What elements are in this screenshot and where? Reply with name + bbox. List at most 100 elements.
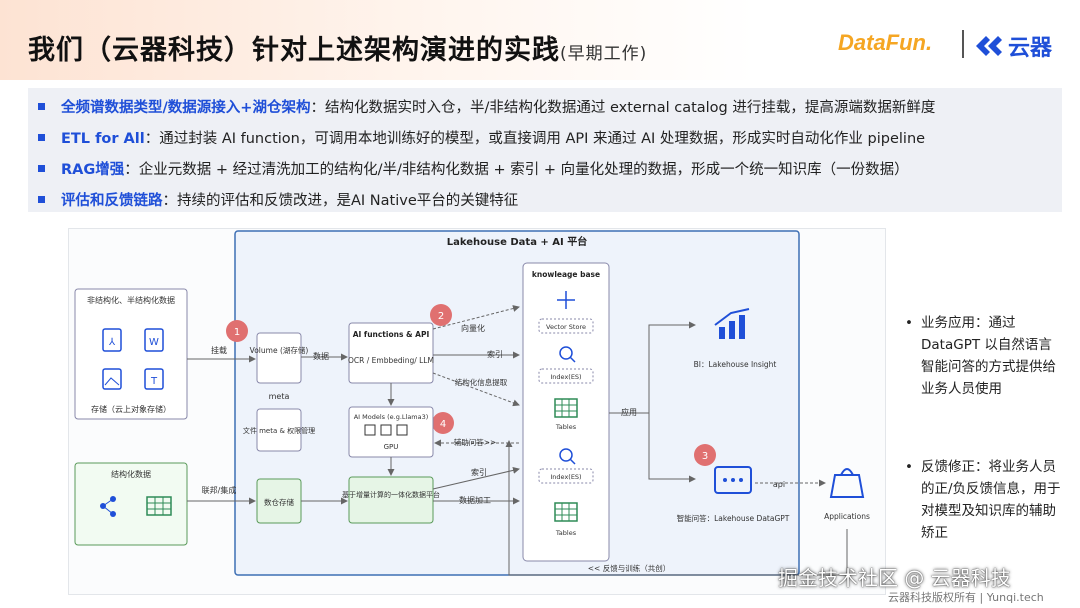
side-note-text: 业务应用：通过DataGPT 以自然语言智能问答的方式提供给业务人员使用 [921, 315, 1056, 397]
word-file-icon: W [144, 328, 164, 352]
bullet-body: ：企业元数据 + 经过清洗加工的结构化/半/非结构化数据 + 索引 + 向量化处… [124, 162, 909, 178]
bullet-list: 全频谱数据类型/数据源接入+湖仓架构：结构化数据实时入仓，半/非结构化数据通过 … [28, 88, 1062, 212]
unstructured-box [74, 288, 188, 420]
api-label: api [773, 480, 785, 489]
pdf-file-icon: ⅄ [102, 328, 122, 352]
bullet-body: ：持续的评估和反馈改进，是AI Native平台的关键特征 [162, 193, 519, 209]
bi-label: BI：Lakehouse Insight [694, 360, 777, 369]
page-title-suffix: (早期工作) [560, 44, 648, 64]
yunqi-mark-icon [976, 36, 1002, 56]
vector-store-box [538, 318, 594, 334]
badge-4 [432, 412, 454, 434]
index-es-label: Index(ES) [550, 473, 581, 481]
architecture-diagram-svg: Lakehouse Data + AI 平台 非结构化、半结构化数据 ⅄ W T… [74, 230, 870, 576]
text-file-icon: T [144, 368, 164, 390]
structured-box [74, 462, 188, 546]
side-note: • 反馈修正：将业务人员的正/负反馈信息，用于对模型及知识库的辅助矫正 [905, 456, 1065, 544]
file-meta-label: 文件 meta & 权限管理 [243, 426, 315, 435]
shopping-bag-icon [829, 468, 865, 498]
tables-label: Tables [555, 529, 577, 537]
table-grid-icon [146, 496, 172, 516]
structured-title: 结构化数据 [111, 469, 151, 479]
svg-text:⅄: ⅄ [109, 337, 116, 348]
header-background [0, 0, 1080, 80]
volume-label: Volume (湖存储) [250, 345, 309, 355]
side-note-text: 反馈修正：将业务人员的正/负反馈信息，用于对模型及知识库的辅助矫正 [921, 459, 1061, 541]
apply-arrow-bottom [648, 413, 696, 483]
footer: 云器科技版权所有 | Yunqi.tech [888, 591, 1044, 604]
volume-box [256, 332, 302, 384]
yunqi-logo: 云器 [974, 30, 1052, 62]
num-store-label: 数仓存储 [264, 497, 294, 507]
dataproc-label: 数据加工 [459, 495, 491, 505]
index-es-box [538, 468, 594, 484]
bullet-head: ETL for All [61, 131, 145, 147]
tables-icon [554, 398, 578, 418]
tables-label: Tables [555, 423, 577, 431]
yunqi-logo-text: 云器 [1008, 36, 1053, 61]
storage-label: 存储（云上对象存储） [91, 404, 171, 414]
assist-label: 辅助问答>> [454, 437, 497, 447]
bullet-head: 全频谱数据类型/数据源接入+湖仓架构 [61, 100, 311, 116]
page-title-text: 我们（云器科技）针对上述架构演进的实践 [28, 35, 560, 66]
badge-1-label: 1 [234, 327, 240, 338]
ai-functions-title: AI functions & API [353, 330, 430, 339]
extract-arrow [432, 372, 520, 407]
index-label: 索引 [487, 349, 503, 359]
bullet-body: ：结构化数据实时入仓，半/非结构化数据通过 external catalog 进… [310, 100, 936, 116]
kb-title: knowleage base [532, 270, 600, 279]
apply-arrow-top [609, 321, 696, 414]
bullet-item: RAG增强：企业元数据 + 经过清洗加工的结构化/半/非结构化数据 + 索引 +… [38, 158, 909, 179]
incr-platform-label: 基于增量计算的一体化数据平台 [342, 490, 440, 499]
ai-models-title: AI Models (e.g.Llama3) [354, 413, 429, 421]
datafun-logo: DataFun. [838, 30, 933, 55]
badge-1 [226, 320, 248, 342]
share-icon [100, 496, 116, 517]
bullet-item: 全频谱数据类型/数据源接入+湖仓架构：结构化数据实时入仓，半/非结构化数据通过 … [38, 96, 935, 117]
applications-label: Applications [824, 512, 870, 521]
bullet-item: 评估和反馈链路：持续的评估和反馈改进，是AI Native平台的关键特征 [38, 189, 518, 210]
bullet-body: ：通过封装 AI function，可调用本地训练好的模型，或直接调用 API … [144, 131, 926, 147]
feedback-label: << 反馈与训练（共创） [588, 563, 670, 573]
index2-arrow [432, 466, 520, 490]
index-es-label: Index(ES) [550, 373, 581, 381]
ai-functions-body: OCR / Embbeding/ LLM [348, 356, 434, 365]
platform-box [234, 230, 800, 576]
vector-store-icon [557, 291, 575, 309]
badge-2-label: 2 [438, 311, 444, 322]
file-meta-box [256, 408, 302, 452]
watermark: 掘金技术社区 @ 云器科技 [778, 566, 1011, 590]
bullet-head: RAG增强 [61, 162, 125, 178]
datagpt-label: 智能问答：Lakehouse DataGPT [677, 513, 790, 523]
bi-chart-icon [714, 308, 750, 339]
gpu-label: GPU [384, 443, 399, 451]
badge-2 [430, 304, 452, 326]
magnifier-icon [559, 448, 576, 465]
badge-4-label: 4 [440, 419, 446, 430]
magnifier-icon [559, 346, 576, 363]
index-es-box [538, 368, 594, 384]
architecture-diagram: Lakehouse Data + AI 平台 非结构化、半结构化数据 ⅄ W T… [68, 228, 886, 595]
mount-label: 挂载 [211, 345, 227, 355]
data-label: 数据 [313, 351, 329, 361]
badge-3 [694, 444, 716, 466]
bullet-head: 评估和反馈链路 [61, 193, 163, 209]
unstructured-title: 非结构化、半结构化数据 [87, 295, 175, 305]
side-note: • 业务应用：通过DataGPT 以自然语言智能问答的方式提供给业务人员使用 [905, 312, 1065, 400]
extract-label: 结构化信息提取 [455, 377, 508, 387]
bullet-item: ETL for All：通过封装 AI function，可调用本地训练好的模型… [38, 127, 925, 148]
incr-platform-box [348, 476, 434, 524]
logo-divider [962, 30, 964, 58]
gpu-chip-icon [364, 424, 408, 436]
index2-label: 索引 [471, 467, 487, 477]
apply-label: 应用 [621, 407, 637, 417]
svg-text:T: T [150, 376, 158, 387]
vectorize-label: 向量化 [461, 323, 485, 333]
tables-icon [554, 502, 578, 522]
federate-label: 联邦/集成 [202, 485, 237, 495]
page-title: 我们（云器科技）针对上述架构演进的实践(早期工作) [28, 28, 647, 67]
vector-store-label: Vector Store [546, 323, 586, 331]
knowledge-base-box [522, 262, 610, 562]
meta-label: meta [269, 392, 290, 401]
badge-3-label: 3 [702, 451, 708, 462]
